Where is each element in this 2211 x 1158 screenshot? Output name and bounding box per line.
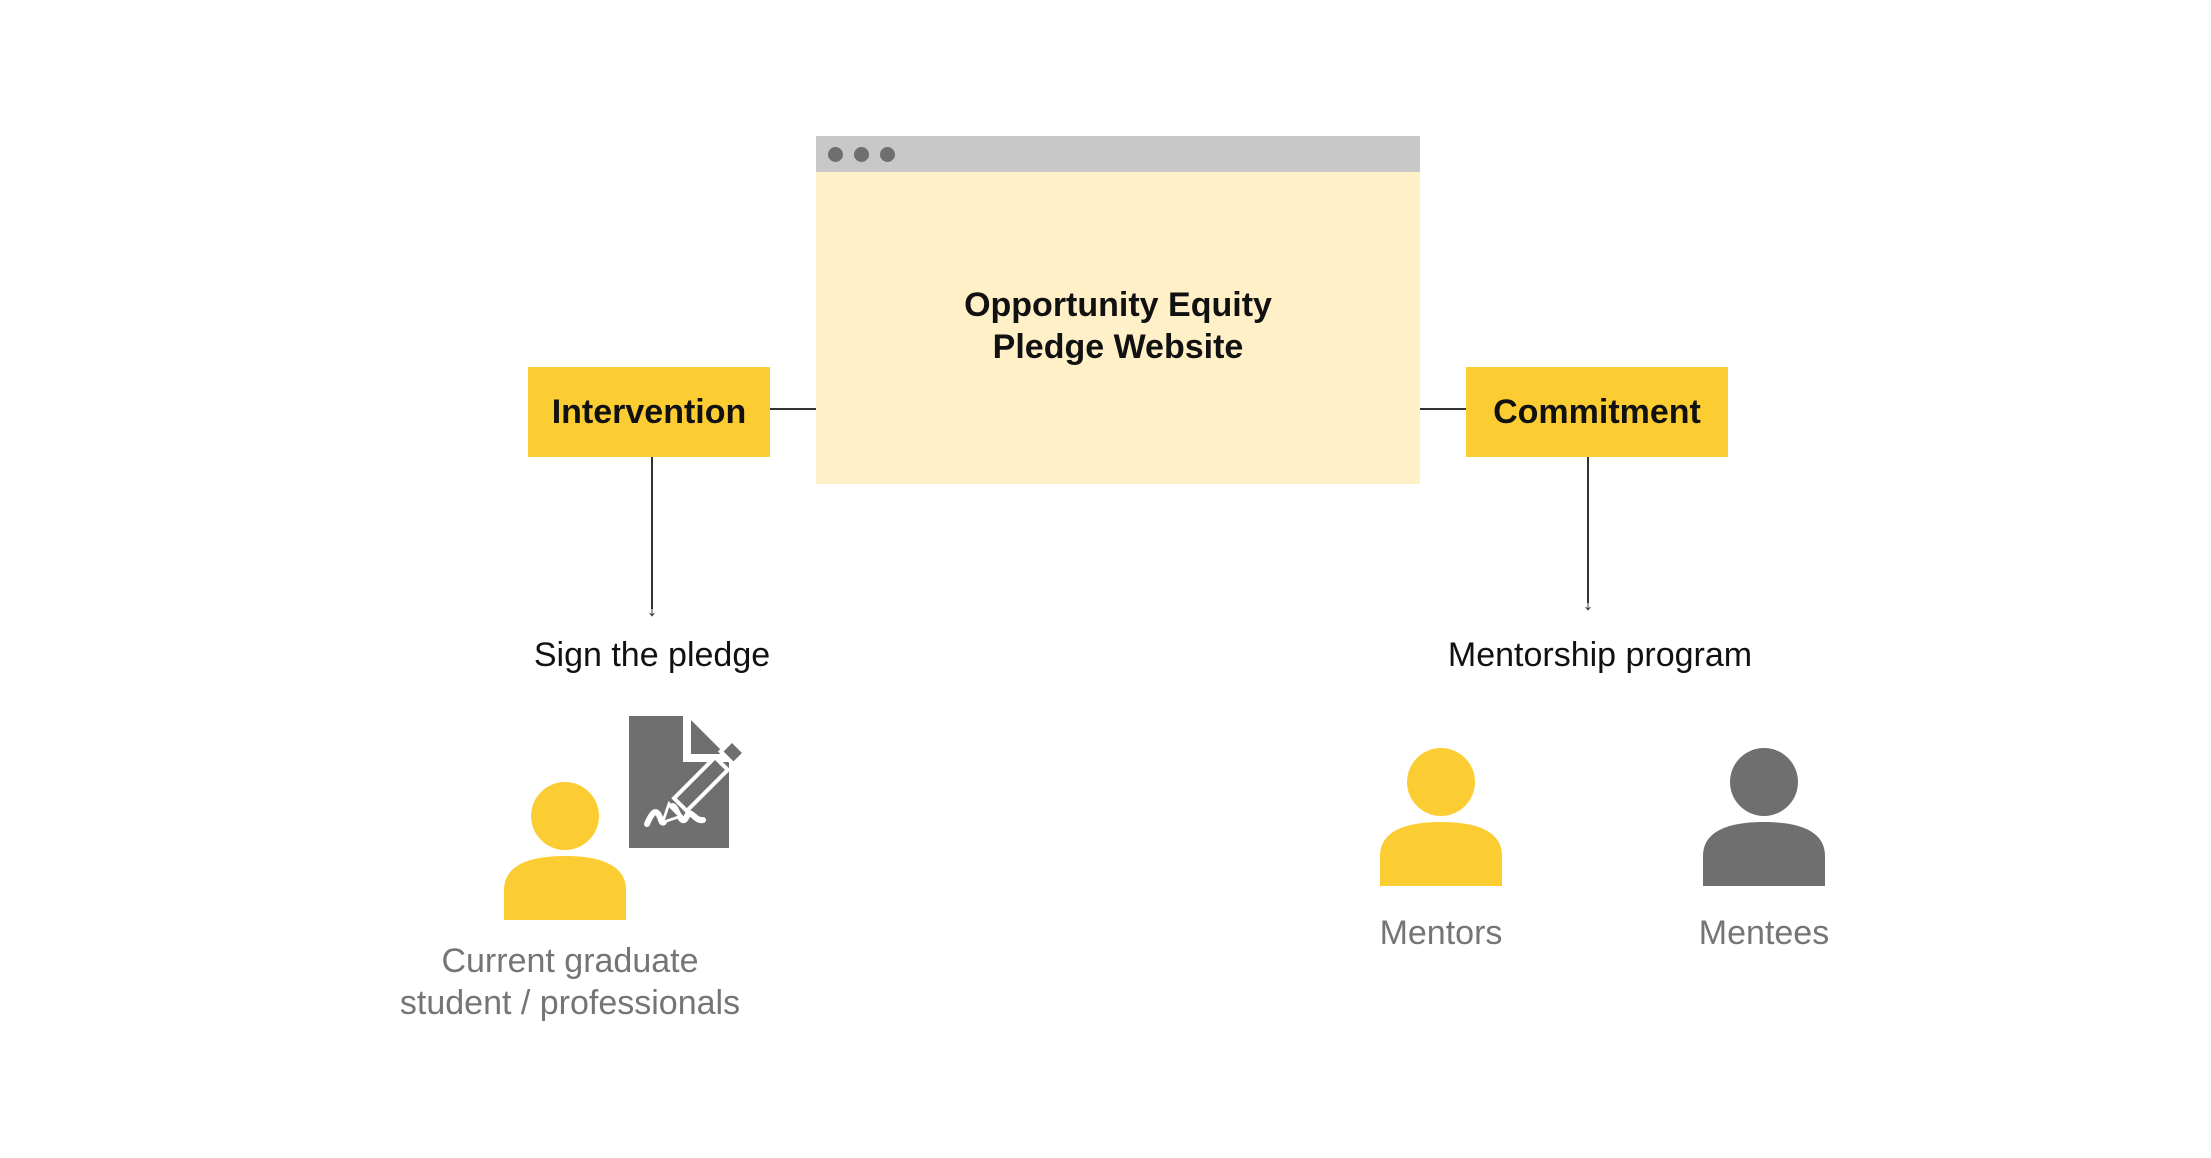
mentors-label: Mentors [1379, 914, 1503, 952]
mentee-person-icon [1703, 748, 1825, 886]
connector-left [768, 408, 816, 410]
arrow-right-shaft [1587, 457, 1589, 603]
arrow-down-icon: ↓ [646, 596, 658, 621]
mentorship-label: Mentorship program [1447, 636, 1753, 674]
website-title-line1: Opportunity Equity [964, 286, 1272, 324]
actor-label: Current graduate student / professionals [330, 940, 810, 1024]
actor-label-line1: Current graduate [441, 942, 699, 980]
website-title-line2: Pledge Website [992, 328, 1244, 366]
mentor-person-icon [1380, 748, 1502, 886]
connector-right [1420, 408, 1466, 410]
signed-document-icon [629, 716, 748, 848]
commitment-tag: Commitment [1466, 367, 1728, 457]
website-title: Opportunity Equity Pledge Website [816, 284, 1420, 368]
window-dot-icon [854, 147, 869, 162]
window-title-bar [816, 136, 1420, 172]
sign-pledge-label: Sign the pledge [533, 636, 771, 674]
window-dot-icon [828, 147, 843, 162]
intervention-tag: Intervention [528, 367, 770, 457]
arrow-down-icon: ↓ [1582, 590, 1594, 615]
website-window: Opportunity Equity Pledge Website [816, 136, 1420, 484]
person-icon [504, 782, 626, 920]
mentees-label: Mentees [1698, 914, 1830, 952]
arrow-left-shaft [651, 457, 653, 609]
window-dot-icon [880, 147, 895, 162]
actor-label-line2: student / professionals [399, 984, 741, 1022]
